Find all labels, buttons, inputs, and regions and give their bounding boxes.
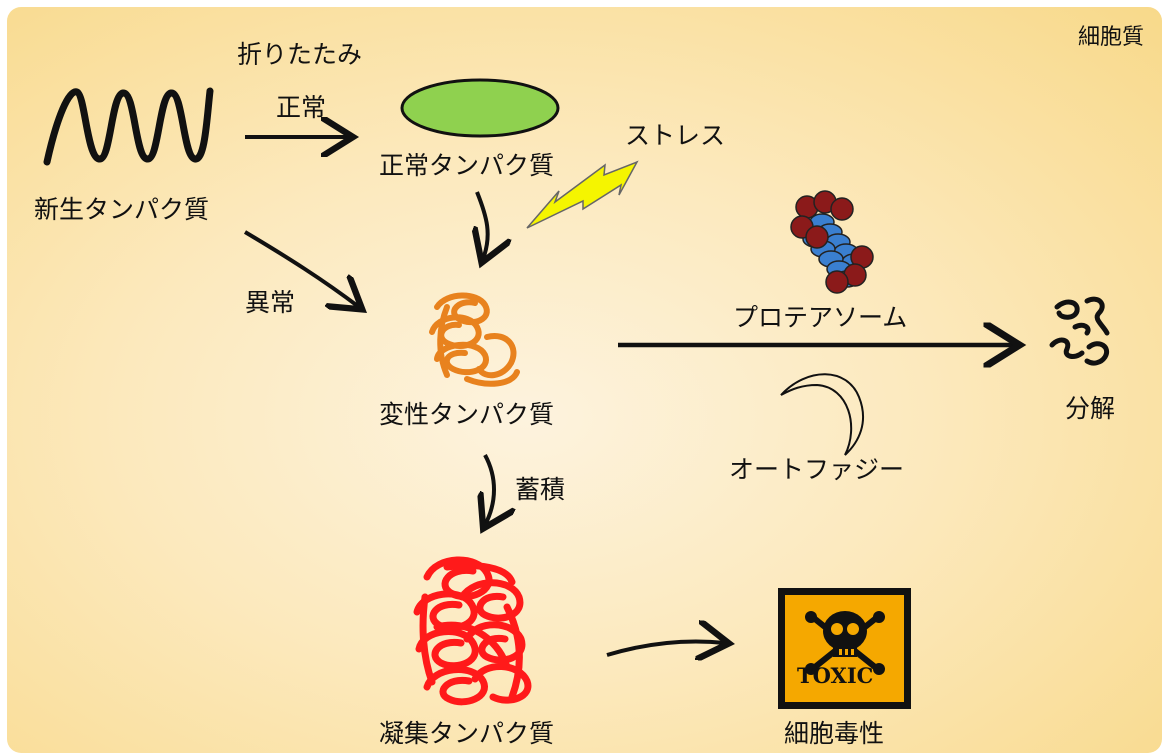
arrow-stress bbox=[477, 192, 488, 259]
proteasome-icon bbox=[791, 191, 873, 293]
diagram-canvas bbox=[7, 7, 1162, 753]
aggregated-protein-label: 凝集タンパク質 bbox=[379, 721, 554, 746]
nascent-protein-label: 新生タンパク質 bbox=[34, 197, 209, 222]
proteasome-label: プロテアソーム bbox=[733, 305, 907, 330]
cytoplasm-label: 細胞質 bbox=[1078, 27, 1144, 49]
toxic-skull-icon bbox=[778, 588, 911, 709]
toxicity-label: 細胞毒性 bbox=[784, 721, 884, 746]
fragment-icon bbox=[1052, 299, 1107, 363]
abnormal-edge-label: 異常 bbox=[245, 290, 295, 315]
arrow-toxicity bbox=[607, 642, 725, 656]
autophagy-label: オートファジー bbox=[729, 457, 904, 482]
degraded-label: 分解 bbox=[1065, 396, 1115, 421]
squiggle-icon bbox=[47, 91, 210, 162]
cytoplasm-panel: 細胞質 折りたたみ 正常 正常タンパク質 新生タンパク質 ストレス 異常 プロテ… bbox=[7, 7, 1162, 753]
accumulation-label: 蓄積 bbox=[515, 477, 565, 502]
aggregate-tangle-icon bbox=[417, 560, 528, 702]
normal-edge-label: 正常 bbox=[276, 95, 326, 120]
tangled-coil-icon bbox=[432, 295, 517, 383]
folding-label: 折りたたみ bbox=[237, 42, 362, 67]
autophagy-crescent-icon bbox=[781, 374, 863, 455]
denatured-protein-label: 変性タンパク質 bbox=[379, 402, 554, 427]
stress-label: ストレス bbox=[625, 123, 725, 148]
normal-protein-label: 正常タンパク質 bbox=[379, 153, 554, 178]
green-ellipse-icon bbox=[402, 80, 558, 136]
arrow-accumulation bbox=[485, 455, 494, 525]
toxic-text: TOXIC bbox=[797, 665, 873, 686]
